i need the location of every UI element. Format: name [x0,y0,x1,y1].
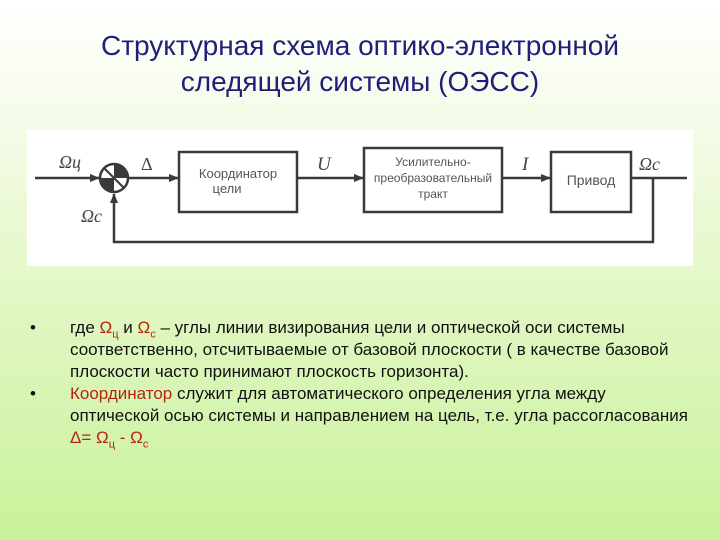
title-line-2: следящей системы (ОЭСС) [180,66,540,97]
amplifier-label-3: тракт [418,187,448,201]
bullet-item-coordinator: • Координатор служит для автоматического… [30,383,690,451]
amplifier-label-1: Усилительно- [395,155,470,169]
drive-block [549,150,633,214]
amplifier-label-2: преобразовательный [374,171,492,185]
bullet1-pre: где [70,318,100,337]
coordinator-block [177,150,299,214]
coordinator-label-1: Координатор [199,166,277,181]
bullet2-text: служит для автоматического определения у… [70,384,688,425]
coordinator-label-2: цели [213,181,242,196]
bullet-marker: • [30,318,36,337]
omega-c-symbol: Ωц [99,318,119,341]
feedback-label: Ωс [81,206,102,226]
drive-label: Привод [567,172,616,188]
omega-s-symbol: Ωс [137,318,156,341]
error-label: Δ [141,154,153,174]
mismatch-formula: Δ= Ωц - Ωс [70,428,149,451]
coordinator-term: Координатор [70,384,173,403]
input-label: Ωц [59,152,81,172]
bullet1-text: – углы линии визирования цели и оптическ… [70,318,669,381]
slide-title: Структурная схема оптико-электронной сле… [40,28,680,100]
output-label: Ωс [639,154,660,174]
bullet-item-angles: • где Ωц и Ωс – углы линии визирования ц… [30,317,690,383]
block-diagram-svg: Ωц Δ Ωс U I Ωс Координатор цели Усилител… [35,146,687,244]
summing-junction [98,162,130,194]
block-diagram: Ωц Δ Ωс U I Ωс Координатор цели Усилител… [27,130,693,266]
bullet-list: • где Ωц и Ωс – углы линии визирования ц… [30,317,690,451]
u-label: U [317,154,332,175]
i-label: I [521,154,530,175]
bullet1-and: и [118,318,138,337]
feedback-loop [110,178,655,244]
bullet-marker: • [30,384,36,403]
title-line-1: Структурная схема оптико-электронной [100,30,619,61]
amplifier-block [362,146,504,214]
